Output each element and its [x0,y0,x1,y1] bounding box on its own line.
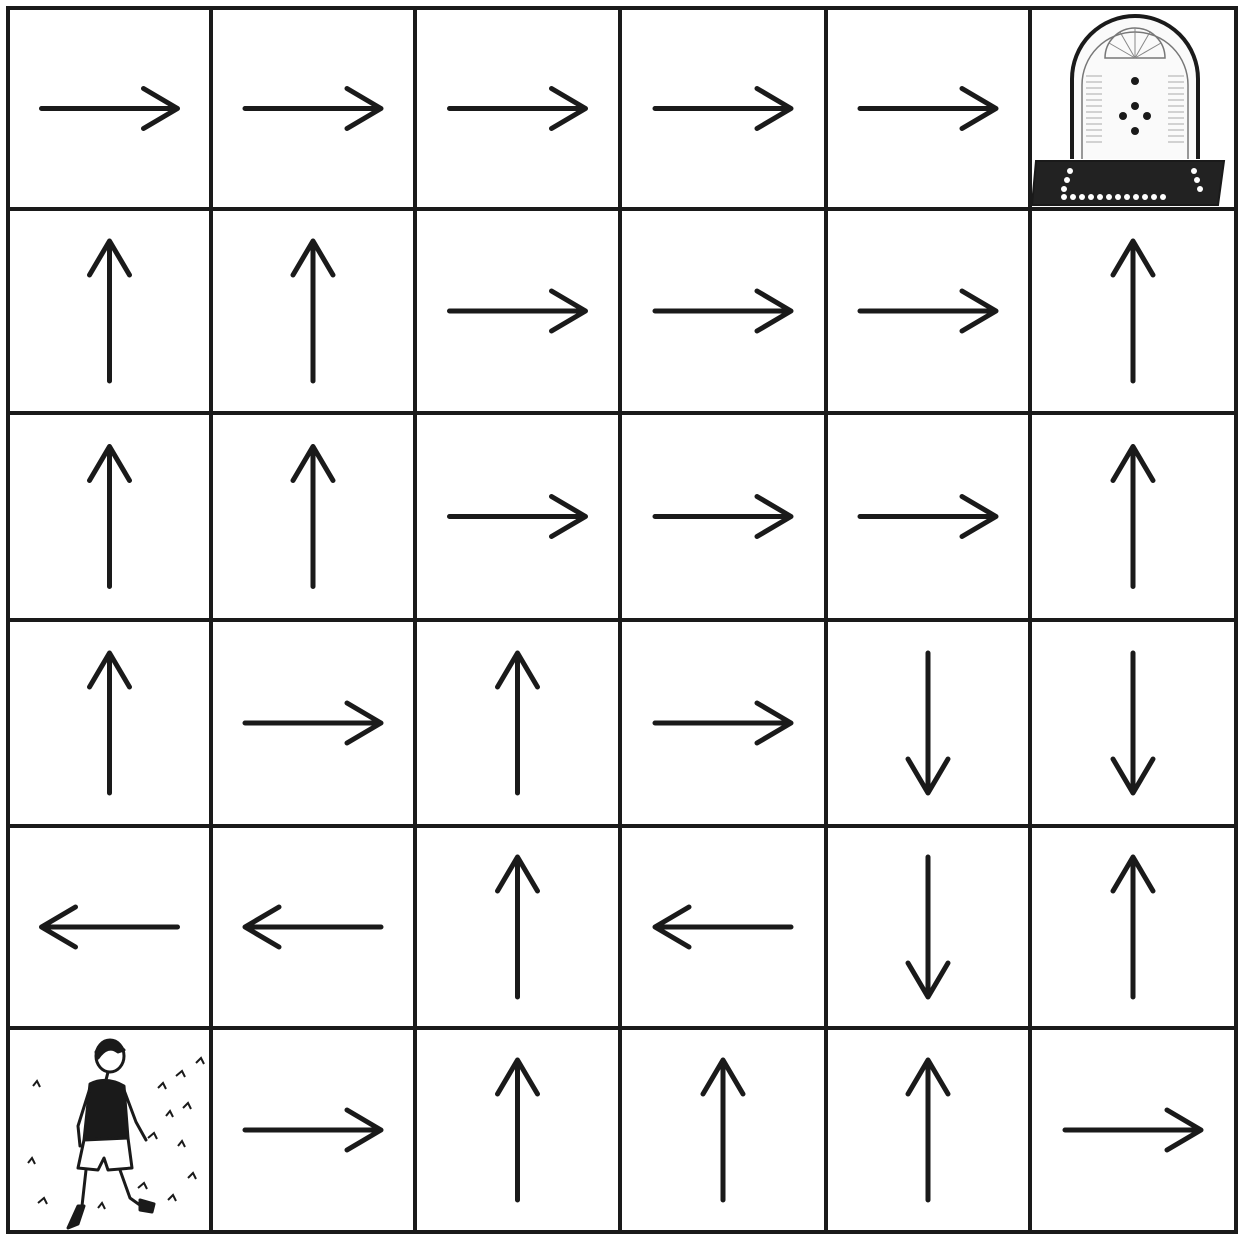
grid-cell [1110,444,1156,589]
arrow-up-icon [495,650,540,796]
arrow-left-icon [242,904,384,950]
grid-cell [447,86,588,131]
door-icon [1030,14,1226,206]
grid-cell [242,700,384,746]
grid-cell [652,494,794,539]
grid-cell [290,238,336,384]
grid-cell [700,1057,746,1203]
boy-walking-icon [66,1038,156,1230]
grid-cell [39,86,180,131]
grid-cell [27,1038,205,1230]
grid-cell [495,854,540,1000]
grid-cell [857,494,999,539]
arrow-up-icon [1110,444,1156,589]
arrow-right-icon [242,1107,384,1153]
arrow-up-icon [290,444,336,589]
arrow-up-icon [1110,854,1156,1000]
grid-cell [905,650,951,796]
arrow-right-icon [857,494,999,539]
arrow-right-icon [447,86,588,131]
arrow-right-icon [1062,1107,1204,1153]
grid-cell [87,650,132,796]
grid-cell [905,854,951,1000]
arrow-up-icon [87,650,132,796]
grid-cell [495,650,540,796]
arrow-left-icon [39,904,180,950]
grid-cell [242,904,384,950]
arrow-right-icon [242,700,384,746]
grid-cell [39,904,180,950]
arrow-right-icon [652,86,794,131]
arrow-right-icon [242,86,384,131]
arrow-right-icon [857,288,999,334]
arrow-down-icon [1110,650,1156,796]
grid-cell [652,904,794,950]
grid-cell [242,86,384,131]
arrow-right-icon [39,86,180,131]
arrow-up-icon [290,238,336,384]
grid-cell [447,494,588,539]
grid-cell [905,1057,951,1203]
arrow-right-icon [447,288,588,334]
arrow-up-icon [87,444,132,589]
arrow-up-icon [87,238,132,384]
grid-cell [495,1057,540,1203]
grid-cell [652,700,794,746]
grid-cell [1110,854,1156,1000]
arrow-right-icon [857,86,999,131]
grid-cell [857,86,999,131]
grid-cell [242,1107,384,1153]
grid-cell [1062,1107,1204,1153]
grid-lines [6,6,1238,1234]
arrow-right-icon [652,288,794,334]
grid-cell [87,444,132,589]
grid-cell [652,288,794,334]
arrow-right-icon [652,494,794,539]
arrow-up-icon [495,1057,540,1203]
arrow-right-icon [447,494,588,539]
grid-cell [447,288,588,334]
arrow-right-icon [652,700,794,746]
arrow-down-icon [905,650,951,796]
grid-cell [1030,14,1226,206]
grid-cell [290,444,336,589]
arrow-down-icon [905,854,951,1000]
grid-cell [857,288,999,334]
grid-cell [1110,650,1156,796]
grid-cell [87,238,132,384]
arrow-up-icon [700,1057,746,1203]
grid-cell [652,86,794,131]
arrow-up-icon [905,1057,951,1203]
arrow-up-icon [1110,238,1156,384]
grid-cell [1110,238,1156,384]
arrow-left-icon [652,904,794,950]
arrow-up-icon [495,854,540,1000]
